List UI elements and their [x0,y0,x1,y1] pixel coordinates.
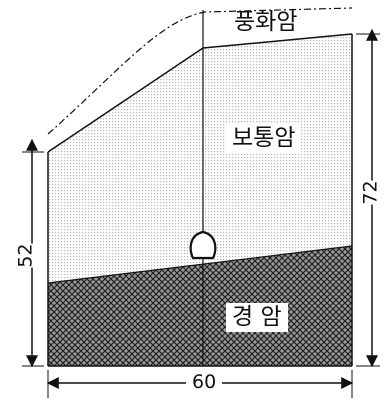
hard-rock-label: 경 암 [226,303,288,333]
weathered-rock-label: 풍화암 [234,9,298,35]
left-height-value: 52 [13,243,39,268]
tunnel-outline [189,230,217,260]
hard-rock-boundary [47,245,353,284]
normal-rock-layer [48,34,352,283]
width-value: 60 [186,373,223,392]
ground-surface-line [47,7,353,135]
normal-rock-label: 보통암 [226,124,302,154]
hard-rock-layer [48,246,352,366]
right-height-value: 72 [358,180,384,205]
